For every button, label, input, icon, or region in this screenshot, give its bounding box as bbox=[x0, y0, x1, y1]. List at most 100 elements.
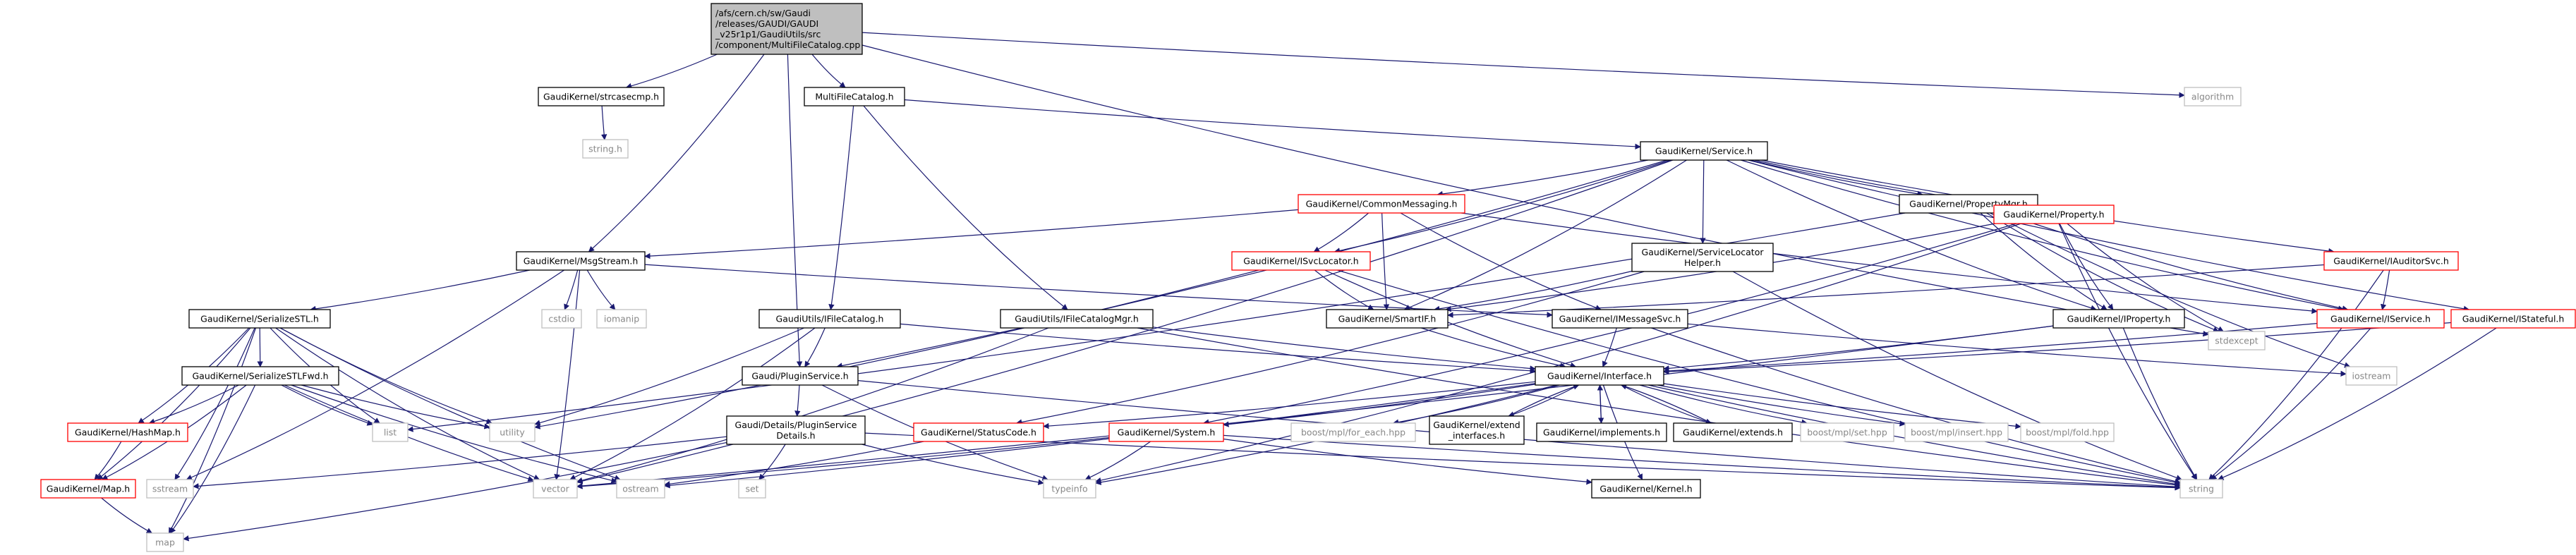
node-implements[interactable]: GaudiKernel/implements.h bbox=[1536, 422, 1667, 442]
node-extends[interactable]: GaudiKernel/extends.h bbox=[1673, 422, 1793, 442]
node-statuscode[interactable]: GaudiKernel/StatusCode.h bbox=[913, 422, 1044, 442]
edge-iservice-to-string bbox=[2211, 327, 2371, 480]
node-box-statuscode bbox=[913, 422, 1044, 442]
edge-iproperty-to-string bbox=[2122, 327, 2198, 480]
node-serializestl[interactable]: GaudiKernel/SerializeSTL.h bbox=[188, 309, 331, 329]
node-box-utility bbox=[489, 422, 536, 442]
node-box-list bbox=[372, 422, 409, 442]
node-commonmessaging[interactable]: GaudiKernel/CommonMessaging.h bbox=[1298, 194, 1465, 214]
node-system[interactable]: GaudiKernel/System.h bbox=[1108, 422, 1224, 442]
node-iauditorsvc[interactable]: GaudiKernel/IAuditorSvc.h bbox=[2323, 251, 2459, 271]
edge-service-to-isvclocator bbox=[1334, 159, 1671, 254]
node-label-map_h-0: GaudiKernel/Map.h bbox=[47, 484, 130, 494]
edge-istateful-to-interface bbox=[1663, 322, 2452, 375]
node-msgstream[interactable]: GaudiKernel/MsgStream.h bbox=[516, 251, 646, 271]
edge-pluginservicedetails-to-set bbox=[758, 444, 786, 480]
edge-propertymgr-to-iproperty bbox=[1980, 212, 2108, 310]
edge-istateful-to-string bbox=[2218, 327, 2497, 480]
node-iomanip: iomanip bbox=[596, 309, 647, 329]
node-box-iostream bbox=[2345, 366, 2397, 386]
edge-commonmessaging-to-isvclocator bbox=[1313, 212, 1369, 252]
node-hashmap[interactable]: GaudiKernel/HashMap.h bbox=[67, 422, 188, 442]
node-serializestlfwd[interactable]: GaudiKernel/SerializeSTLFwd.h bbox=[181, 366, 339, 386]
node-map_h[interactable]: GaudiKernel/Map.h bbox=[40, 479, 136, 499]
node-box-msgstream bbox=[516, 251, 646, 271]
edge-msgstream-to-imessagesvc bbox=[644, 264, 1553, 318]
edge-isvclocator-to-utility bbox=[534, 269, 1259, 429]
edge-pluginservice-to-pluginservicedetails bbox=[794, 384, 801, 417]
edge-service-to-smartif bbox=[1403, 159, 1687, 310]
node-label-ifilecatalog-0: GaudiUtils/IFileCatalog.h bbox=[776, 314, 884, 324]
node-box-iauditorsvc bbox=[2323, 251, 2459, 271]
node-label-iomanip-0: iomanip bbox=[604, 314, 639, 324]
node-label-system-0: GaudiKernel/System.h bbox=[1118, 427, 1216, 438]
edge-servicelocatorhelper-to-statuscode bbox=[1015, 271, 1645, 425]
node-label-servicelocatorhelper-1: Helper.h bbox=[1684, 257, 1721, 268]
node-box-mpl_set bbox=[1800, 422, 1894, 442]
edge-iauditorsvc-to-iservice bbox=[2380, 269, 2390, 310]
node-iproperty[interactable]: GaudiKernel/IProperty.h bbox=[2052, 309, 2185, 329]
node-box-map bbox=[146, 532, 184, 552]
node-label-root-3: /component/MultiFileCatalog.cpp bbox=[715, 39, 860, 50]
node-box-algorithm bbox=[2184, 87, 2242, 106]
node-iservice[interactable]: GaudiKernel/IService.h bbox=[2316, 309, 2445, 329]
node-ifilecatalog[interactable]: GaudiUtils/IFileCatalog.h bbox=[758, 309, 901, 329]
edge-root-to-algorithm bbox=[861, 32, 2185, 99]
node-label-map-0: map bbox=[155, 537, 175, 548]
edge-service-to-propertymgr bbox=[1749, 159, 1923, 197]
node-label-stdexcept-0: stdexcept bbox=[2215, 336, 2258, 346]
node-isvclocator[interactable]: GaudiKernel/ISvcLocator.h bbox=[1231, 251, 1371, 271]
node-multifilecatalog[interactable]: MultiFileCatalog.h bbox=[804, 87, 905, 106]
node-box-vector bbox=[533, 479, 578, 499]
node-extend_interfaces[interactable]: GaudiKernel/extend_interfaces.h bbox=[1429, 415, 1525, 445]
edge-root-to-msgstream bbox=[588, 54, 765, 252]
node-box-stdexcept bbox=[2208, 331, 2266, 350]
node-label-imessagesvc-0: GaudiKernel/IMessageSvc.h bbox=[1559, 314, 1681, 324]
node-istateful[interactable]: GaudiKernel/IStateful.h bbox=[2450, 309, 2576, 329]
node-label-ostream-0: ostream bbox=[622, 484, 658, 494]
edge-interface-to-mpl_set bbox=[1639, 384, 1808, 425]
node-label-cstdio-0: cstdio bbox=[548, 314, 574, 324]
node-box-sstream bbox=[146, 479, 194, 499]
node-box-istateful bbox=[2450, 309, 2576, 329]
node-for_each: boost/mpl/for_each.hpp bbox=[1290, 422, 1416, 442]
node-box-string_h bbox=[582, 139, 629, 159]
node-box-strcasecmp bbox=[538, 87, 665, 106]
nodes-layer: /afs/cern.ch/sw/Gaudi/releases/GAUDI/GAU… bbox=[40, 3, 2576, 552]
node-label-pluginservicedetails-1: Details.h bbox=[776, 430, 815, 441]
node-imessagesvc[interactable]: GaudiKernel/IMessageSvc.h bbox=[1552, 309, 1688, 329]
edge-iproperty-to-vector bbox=[576, 325, 2054, 489]
edge-extends-to-interface bbox=[1620, 384, 1712, 424]
node-interface[interactable]: GaudiKernel/Interface.h bbox=[1535, 366, 1664, 386]
node-box-commonmessaging bbox=[1298, 194, 1465, 214]
node-service[interactable]: GaudiKernel/Service.h bbox=[1640, 141, 1768, 161]
edge-interface-to-system bbox=[1223, 384, 1536, 427]
node-label-string-0: string bbox=[2189, 484, 2214, 494]
edge-propertymgr-to-iservice bbox=[2001, 212, 2349, 312]
edge-isvclocator-to-smartif bbox=[1314, 269, 1374, 310]
edge-root-to-strcasecmp bbox=[625, 54, 718, 89]
edge-smartif-to-interface bbox=[1421, 327, 1566, 369]
node-label-vector-0: vector bbox=[541, 484, 570, 494]
edge-ifilecatalog-to-vector bbox=[569, 327, 816, 480]
edge-propertymgr-to-stdexcept bbox=[1986, 212, 2220, 333]
node-label-strcasecmp-0: GaudiKernel/strcasecmp.h bbox=[543, 92, 659, 102]
node-box-kernel bbox=[1591, 479, 1701, 499]
node-label-isvclocator-0: GaudiKernel/ISvcLocator.h bbox=[1243, 256, 1358, 267]
node-strcasecmp[interactable]: GaudiKernel/strcasecmp.h bbox=[538, 87, 665, 106]
node-kernel[interactable]: GaudiKernel/Kernel.h bbox=[1591, 479, 1701, 499]
edge-interface-to-mpl_insert bbox=[1657, 384, 1906, 427]
node-ifilecatalogmgr[interactable]: GaudiUtils/IFileCatalogMgr.h bbox=[1000, 309, 1154, 329]
node-label-multifilecatalog-0: MultiFileCatalog.h bbox=[815, 92, 893, 102]
edge-iproperty-to-interface bbox=[1663, 325, 2054, 372]
node-label-root-2: _v25r1p1/GaudiUtils/src bbox=[715, 29, 821, 39]
node-box-mpl_fold bbox=[2020, 422, 2115, 442]
node-label-property-0: GaudiKernel/Property.h bbox=[2003, 209, 2104, 220]
node-smartif[interactable]: GaudiKernel/SmartIF.h bbox=[1326, 309, 1449, 329]
node-pluginservice[interactable]: Gaudi/PluginService.h bbox=[742, 366, 859, 386]
node-property[interactable]: GaudiKernel/Property.h bbox=[1993, 205, 2115, 224]
node-list: list bbox=[372, 422, 409, 442]
edge-strcasecmp-to-string_h bbox=[600, 105, 607, 140]
